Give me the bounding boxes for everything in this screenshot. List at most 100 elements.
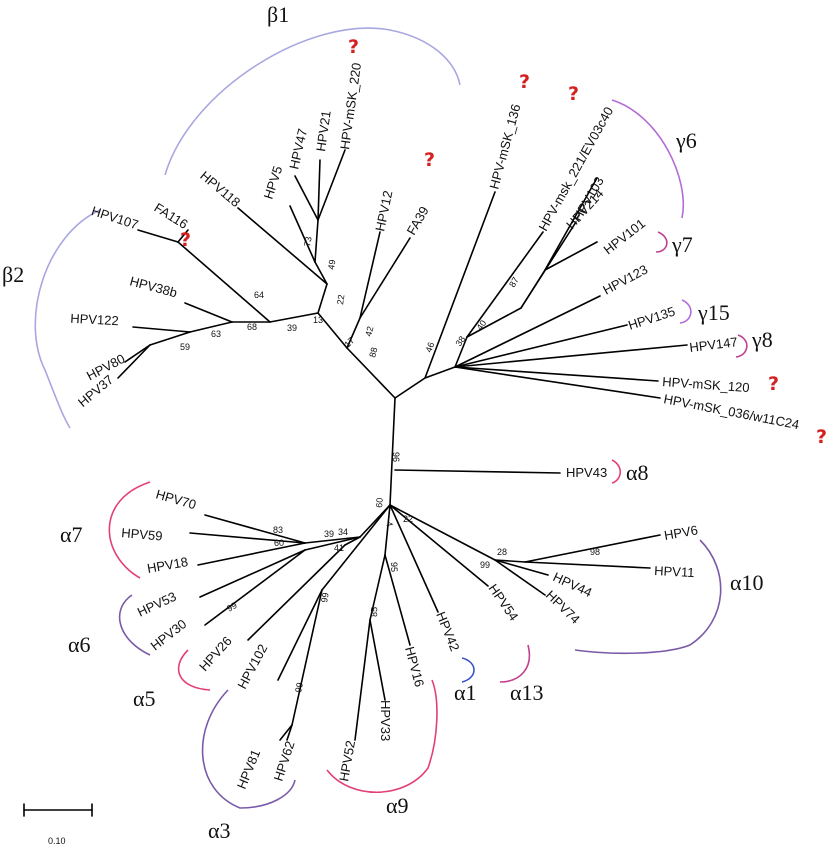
branch	[346, 347, 396, 399]
branch	[317, 312, 348, 349]
support-value: 63	[211, 329, 221, 339]
branch	[389, 504, 439, 613]
branch	[291, 589, 323, 726]
taxon-label: HPV-mSK_136	[486, 102, 523, 190]
branch	[237, 207, 328, 285]
taxon-label: HPV147	[689, 334, 739, 355]
branch	[346, 317, 361, 349]
taxon-label: HPV102	[234, 642, 270, 692]
branch	[317, 283, 328, 314]
question-mark: ?	[180, 229, 191, 251]
question-mark: ?	[348, 36, 359, 58]
taxon-label: HPV70	[154, 486, 198, 512]
branch	[494, 559, 546, 596]
support-value: 39	[287, 323, 297, 333]
taxon-label: HPV107	[90, 203, 141, 232]
branch	[466, 231, 544, 338]
branch	[294, 175, 319, 221]
support-value: 88	[367, 346, 379, 358]
taxon-label: HPV101	[601, 216, 648, 258]
support-value: 64	[254, 290, 264, 300]
genus-label-alpha5: α5	[133, 686, 156, 711]
arc-gamma8	[735, 334, 748, 358]
support-value: 99	[225, 600, 239, 614]
branch	[317, 149, 346, 221]
genus-label-alpha8: α8	[626, 460, 649, 485]
taxon-label: HPV-mSK_220	[337, 62, 364, 151]
arc-alpha7	[108, 481, 151, 579]
branch	[389, 397, 396, 506]
taxon-label: HPV54	[486, 581, 522, 623]
branch	[369, 619, 386, 701]
arc-gamma6	[611, 99, 684, 219]
taxon-label: HPV122	[70, 311, 119, 329]
taxon-label: HPV62	[271, 739, 298, 783]
support-value: 68	[247, 322, 257, 332]
branch	[132, 326, 191, 333]
branch	[197, 542, 306, 566]
branch	[177, 229, 189, 243]
taxon-label: HPV5	[261, 164, 286, 201]
support-value: 95	[389, 562, 399, 572]
branch	[359, 231, 381, 319]
branch	[454, 366, 659, 382]
branch	[384, 554, 411, 646]
branch	[204, 549, 306, 626]
branch	[424, 191, 496, 379]
taxon-label: HPV-mSK_120	[662, 374, 750, 395]
branch	[424, 366, 456, 379]
support-value: 60	[274, 538, 284, 548]
branch	[314, 261, 328, 285]
uncertain-markers: ? ? ? ? ? ? ?	[180, 36, 827, 448]
branch	[137, 229, 179, 243]
branch	[369, 554, 386, 621]
branch	[314, 219, 319, 263]
taxon-label: HPV30	[148, 616, 190, 653]
branch	[247, 544, 346, 641]
branch	[494, 559, 526, 563]
arc-alpha1	[461, 657, 475, 683]
support-values: 73 49 22 13 64 39 68 63 59 42 88 17 46 3…	[180, 236, 600, 694]
branch	[189, 321, 233, 333]
support-value: 22	[335, 294, 346, 305]
support-value: 38	[453, 334, 467, 348]
branch	[177, 241, 271, 323]
support-value: 87	[507, 275, 521, 289]
branch	[344, 536, 361, 546]
taxon-label: HPV26	[196, 633, 235, 674]
taxon-label: HPV38b	[128, 273, 179, 300]
taxon-label: HPV11	[654, 563, 695, 580]
support-value: 4	[384, 521, 395, 528]
branch	[524, 534, 661, 563]
support-value: 73	[302, 236, 314, 248]
taxon-label: HPV47	[286, 127, 310, 171]
branch	[124, 344, 151, 363]
branch	[117, 344, 151, 379]
support-value: 99	[480, 560, 490, 570]
branch	[389, 504, 489, 587]
taxon-label: FA39	[404, 204, 432, 238]
scale-bar: 0.10	[23, 803, 93, 846]
branch	[520, 269, 546, 309]
genus-label-gamma15: γ15	[697, 300, 730, 325]
genus-label-alpha9: α9	[386, 793, 409, 818]
arc-alpha13	[499, 644, 531, 683]
arc-alpha9	[326, 679, 438, 794]
branch	[454, 295, 601, 368]
branch	[286, 724, 293, 741]
genus-label-alpha3: α3	[208, 818, 231, 843]
branch	[149, 331, 191, 346]
arc-gamma7	[655, 231, 668, 253]
taxon-label: HPV18	[146, 554, 189, 576]
support-value: 22	[403, 514, 413, 524]
branch	[269, 312, 319, 323]
genus-label-gamma7: γ7	[671, 232, 693, 257]
question-mark: ?	[519, 71, 530, 93]
taxon-label: HPV123	[600, 262, 650, 298]
branch	[494, 559, 549, 576]
question-mark: ?	[424, 149, 435, 171]
support-value: 13	[313, 315, 323, 325]
genus-label-alpha7: α7	[60, 522, 83, 547]
question-mark: ?	[816, 426, 827, 448]
